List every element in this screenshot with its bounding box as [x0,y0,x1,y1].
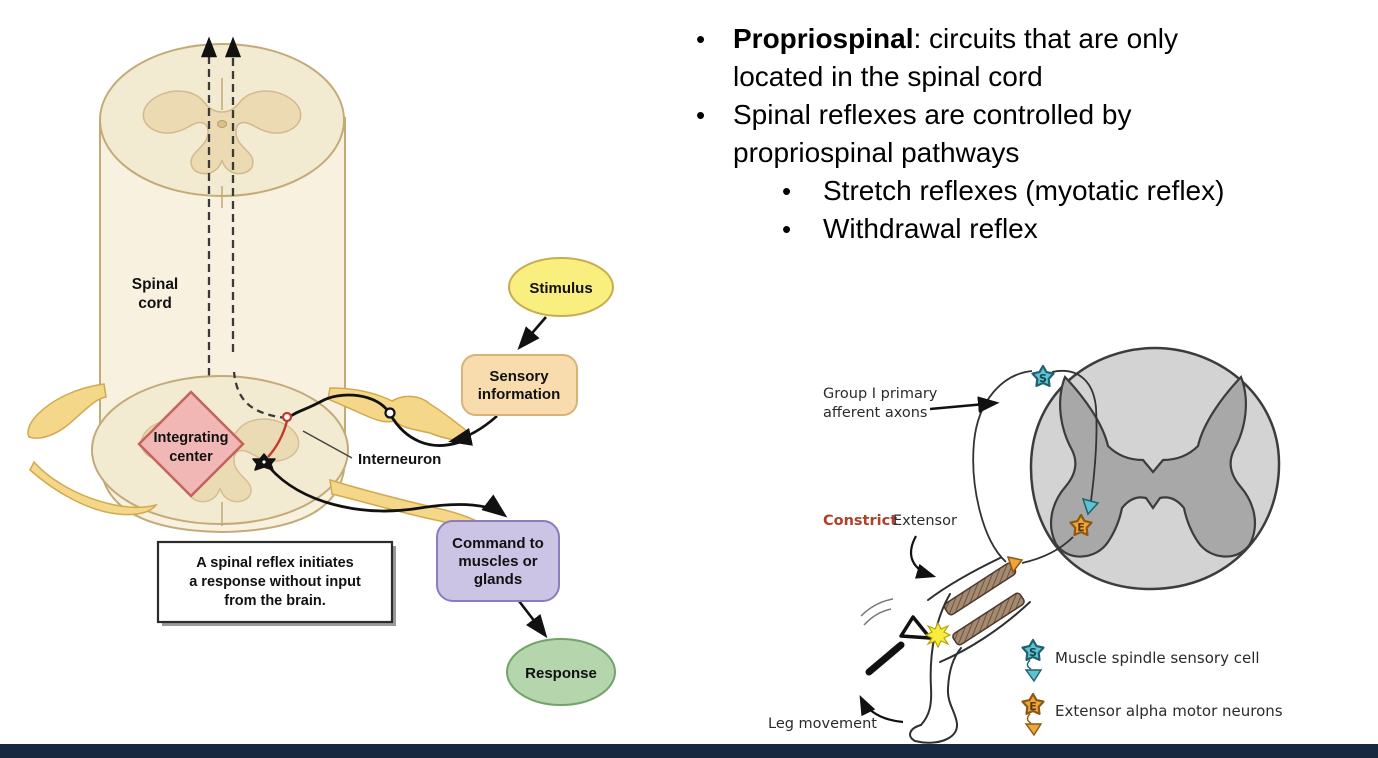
bullet-text: located in the spinal cord [733,61,1043,92]
caption-box: A spinal reflex initiates a response wit… [156,540,396,626]
muscle-callout: Constrict Extensor [823,513,957,579]
extensor-muscle [943,562,1025,646]
reflex-hammer-icon [860,598,932,676]
caption-line1: A spinal reflex initiates [196,555,353,571]
left-ventral-root [29,460,158,516]
command-label: glands [474,571,522,588]
command-label: Command to [452,535,544,552]
reflex-axons [972,369,1098,564]
legend-symbol: E [1029,700,1037,713]
integrating-center-label: Integrating [154,430,229,446]
bullet-text: Withdrawal reflex [823,213,1038,244]
reflex-arc-neurons [252,393,508,518]
figure-legend: S Muscle spindle sensory cell E Extensor… [1021,638,1283,737]
flow-arrow-sensory-cord [448,415,498,446]
stretch-reflex-figure: S E Group I primary afferent axons Const… [768,346,1283,744]
sub-bullet-withdrawal-reflex: • Withdrawal reflex [774,210,1376,248]
cell-letter: S [1039,372,1047,385]
cell-letter: E [1077,521,1085,534]
interneuron-fiber [267,420,289,458]
leg-outline [909,557,1031,744]
bullet-text: Stretch reflexes (myotatic reflex) [823,175,1225,206]
bullet-text: Spinal reflexes are controlled by [733,99,1132,130]
legend-item-spindle: S Muscle spindle sensory cell [1021,638,1260,683]
sub-bullet-stretch-reflexes: • Stretch reflexes (myotatic reflex) [774,172,1376,210]
reflex-flowchart: Stimulus Sensory information Command to … [436,257,616,706]
command-label: muscles or [458,553,537,570]
flow-arrow-stimulus-sensory [517,316,547,350]
constrict-label: Constrict [823,513,897,529]
gray-matter-butterfly [1049,374,1257,558]
response-node [506,638,616,706]
motor-neuron-cell-icon: E [1069,513,1093,537]
spinal-nerve-roots [27,383,484,527]
svg-text:Spinal: Spinal [132,276,179,293]
bullet-term: Propriospinal [733,23,914,54]
bullet-marker: • [782,176,792,206]
bullet-text: propriospinal pathways [733,137,1020,168]
interneuron-callout: Interneuron [302,430,441,468]
interneuron-synapse [281,411,293,423]
dashed-hook [232,371,288,420]
afferent-callout: Group I primary afferent axons [823,386,1000,421]
integrating-center: Integrating center [137,390,245,498]
interneuron-label: Interneuron [358,451,441,468]
sensory-label: information [478,386,561,403]
afferent-label: afferent axons [823,405,927,421]
left-dorsal-root [27,383,107,439]
leg-movement-callout: Leg movement [768,695,904,732]
afferent-label: Group I primary [823,386,938,402]
bullet-marker: • [696,24,706,54]
leg-movement-label: Leg movement [768,716,877,732]
svg-text:cord: cord [138,295,172,312]
sensory-label: Sensory [489,368,549,385]
bullet-item-spinal-reflexes: • Spinal reflexes are controlled by prop… [686,96,1376,172]
bottom-accent-bar [0,744,1378,758]
caption-line3: from the brain. [224,593,326,609]
legend-item-motor: E Extensor alpha motor neurons [1021,692,1283,737]
muscle-spindle-cell-icon: S [1031,364,1055,387]
bullet-list: • Propriospinal: circuits that are only … [686,20,1376,248]
stimulus-node [508,257,614,317]
afferent-axon [972,370,1033,563]
spinal-cord-label: Spinal cord [132,276,179,312]
integrating-center-label: center [169,449,213,465]
legend-symbol: S [1029,646,1037,659]
sensory-axon [287,393,461,447]
afferent-axon-central [1051,369,1098,502]
sensory-node [461,354,578,416]
bullet-item-propriospinal: • Propriospinal: circuits that are only … [686,20,1376,96]
motor-axon-to-command [268,467,508,518]
sensory-cell-body [384,407,396,419]
response-label: Response [525,665,597,682]
motor-terminal [1006,555,1024,574]
command-node [436,520,560,602]
efferent-axon [1021,536,1074,564]
flow-arrow-command-response [517,600,548,639]
impact-starburst-icon [924,621,952,649]
synapse-terminal [1081,497,1100,516]
bullet-text: : circuits that are only [913,23,1179,54]
legend-label: Extensor alpha motor neurons [1055,702,1283,720]
bullet-marker: • [696,100,706,130]
cord-cross-section [1029,346,1281,591]
ascending-tract-arrows [200,36,242,428]
right-ventral-root [329,478,484,527]
caption-line2: a response without input [189,574,361,590]
legend-label: Muscle spindle sensory cell [1055,649,1260,667]
stimulus-label: Stimulus [529,280,592,297]
spinal-reflex-arc-figure: Integrating center Interneuron Spinal co… [27,36,616,706]
bullet-marker: • [782,214,792,244]
extensor-label: Extensor [893,513,957,529]
